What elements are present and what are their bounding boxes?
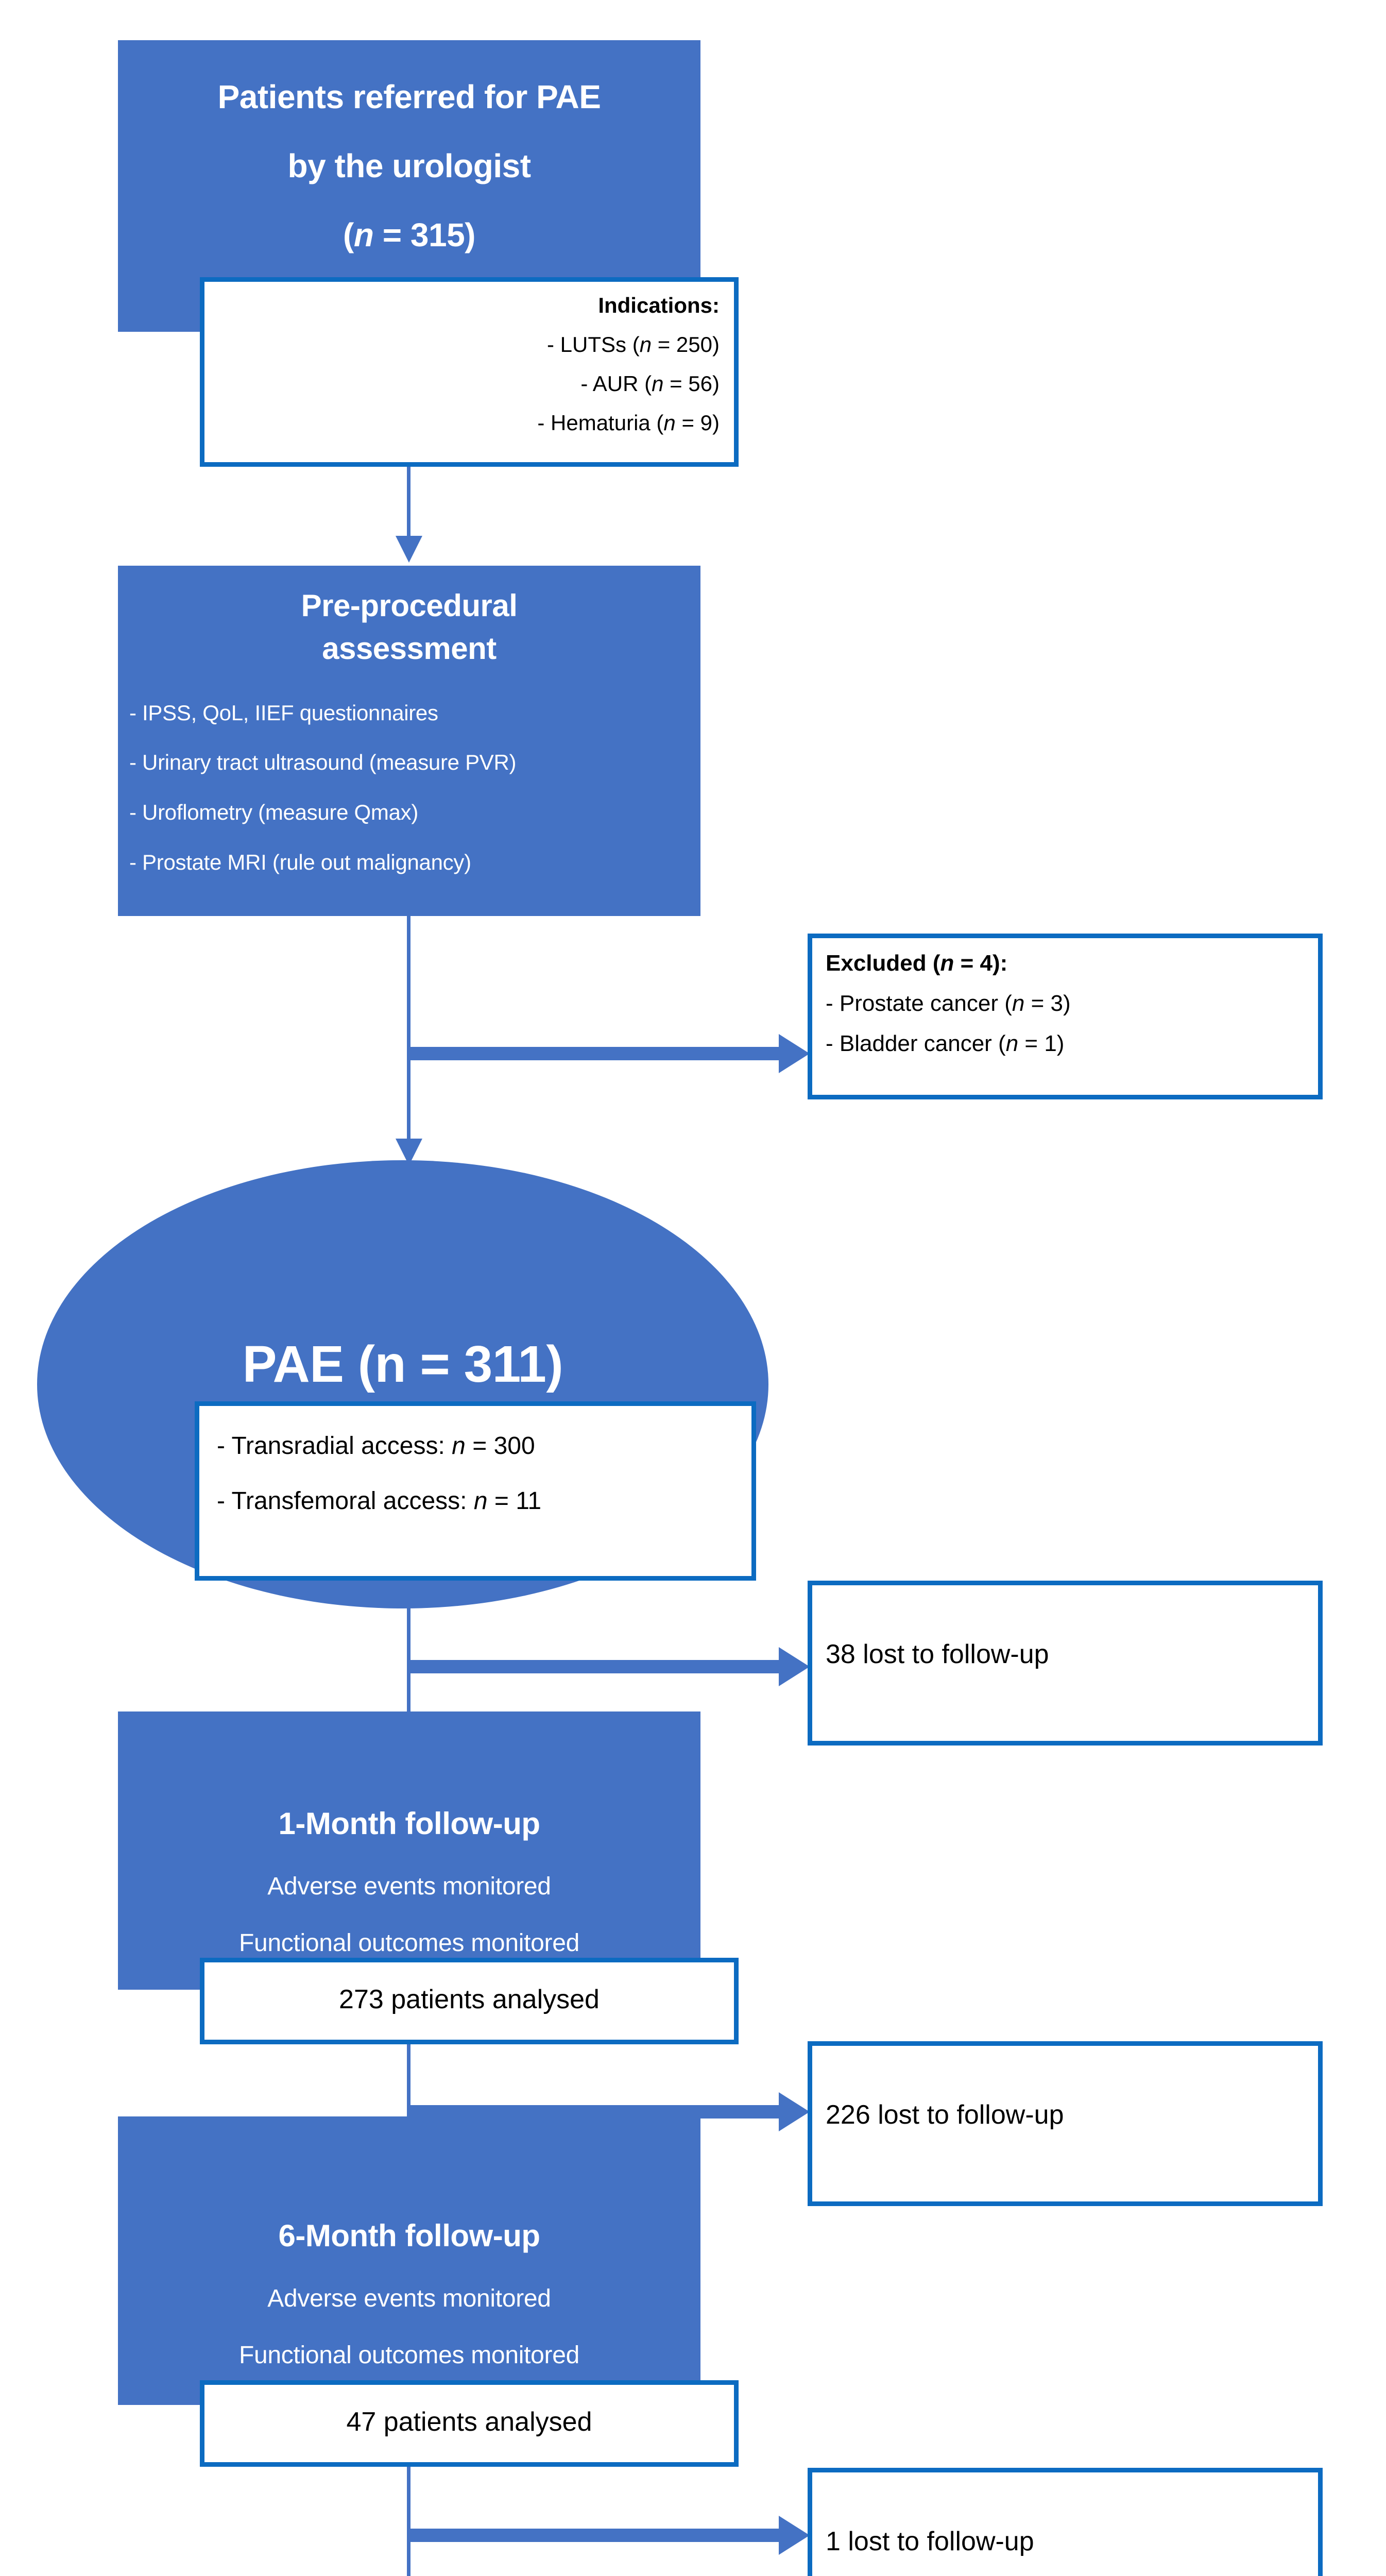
indications-item-1: - AUR (n = 56) [204, 371, 720, 396]
indications-item-0: - LUTSs (n = 250) [204, 332, 720, 357]
lost-1month-label: 38 lost to follow-up [826, 1639, 1049, 1669]
excluded-item-1-value: = 1) [1018, 1031, 1065, 1056]
access-item-0-label: - Transradial access: [217, 1432, 452, 1460]
preprocedural-title-line1: Pre-procedural [301, 588, 518, 623]
connector-analysed-6m-down-tail [407, 2542, 410, 2576]
preprocedural-bullet-2: - Uroflometry (measure Qmax) [129, 800, 419, 824]
followup-1month-sub1: Adverse events monitored [267, 1872, 551, 1900]
referral-n-prefix: ( [343, 216, 354, 253]
node-indications: Indications: - LUTSs (n = 250) - AUR (n … [200, 277, 739, 467]
node-lost-6month: 226 lost to follow-up [808, 2041, 1323, 2206]
referral-line3: (n = 315) [118, 214, 700, 257]
pae-label: PAE (n = 311) [242, 1335, 563, 1393]
connector-preprocedural-to-excluded [407, 1047, 781, 1060]
followup-6month-title: 6-Month follow-up [278, 2218, 540, 2253]
node-followup-6month: 6-Month follow-up Adverse events monitor… [118, 2116, 700, 2405]
analysed-6month-label: 47 patients analysed [346, 2407, 592, 2437]
arrowhead-to-lost-12m [779, 2516, 810, 2555]
excluded-heading-suffix: = 4): [954, 951, 1008, 976]
excluded-heading-n: n [940, 951, 954, 976]
referral-n-suffix: = 315) [373, 216, 476, 253]
preprocedural-bullet-3: - Prostate MRI (rule out malignancy) [129, 850, 471, 874]
node-lost-1month: 38 lost to follow-up [808, 1581, 1323, 1745]
access-item-1-n: n [473, 1487, 488, 1515]
node-analysed-6month: 47 patients analysed [200, 2380, 739, 2467]
node-access-routes: - Transradial access: n = 300 - Transfem… [195, 1401, 756, 1581]
indications-item-1-n: n [652, 371, 664, 396]
referral-line1: Patients referred for PAE [217, 78, 601, 115]
indications-item-2-value: = 9) [675, 411, 720, 435]
excluded-item-1-label: - Bladder cancer ( [826, 1031, 1006, 1056]
connector-analysed-6m-to-lost-12m [407, 2529, 781, 2542]
indications-item-1-value: = 56) [663, 371, 720, 396]
connector-analysed-1m-down [407, 2044, 410, 2127]
node-preprocedural-assessment: Pre-procedural assessment - IPSS, QoL, I… [118, 566, 700, 916]
excluded-item-0-n: n [1012, 991, 1025, 1016]
excluded-item-1: - Bladder cancer (n = 1) [826, 1031, 1318, 1057]
preprocedural-bullet-1: - Urinary tract ultrasound (measure PVR) [129, 750, 517, 775]
excluded-item-0: - Prostate cancer (n = 3) [826, 991, 1318, 1016]
indications-item-0-label: - LUTSs ( [547, 332, 640, 357]
node-excluded: Excluded (n = 4): - Prostate cancer (n =… [808, 934, 1323, 1099]
access-item-1: - Transfemoral access: n = 11 [217, 1487, 751, 1515]
connector-analysed-6m-down [407, 2467, 410, 2549]
connector-access-to-lost-1m [407, 1660, 781, 1673]
excluded-item-0-value: = 3) [1024, 991, 1071, 1016]
access-item-1-value: = 11 [487, 1487, 542, 1515]
node-lost-12month: 1 lost to follow-up [808, 2468, 1323, 2576]
excluded-item-1-n: n [1005, 1031, 1019, 1056]
access-item-1-label: - Transfemoral access: [217, 1487, 474, 1515]
indications-item-2: - Hematuria (n = 9) [204, 411, 720, 435]
preprocedural-bullet-0: - IPSS, QoL, IIEF questionnaires [129, 700, 438, 725]
indications-item-2-label: - Hematuria ( [537, 411, 664, 435]
connector-access-down [407, 1581, 410, 1679]
connector-indications-to-preprocedural [407, 467, 410, 539]
connector-analysed-1m-to-lost-6m [407, 2105, 781, 2119]
referral-line2: by the urologist [287, 147, 532, 184]
referral-n-italic: n [353, 216, 374, 253]
access-item-0-n: n [452, 1432, 466, 1460]
arrowhead-to-excluded [779, 1034, 810, 1073]
followup-1month-title: 1-Month follow-up [278, 1806, 540, 1841]
followup-1month-sub2: Functional outcomes monitored [239, 1929, 579, 1957]
arrowhead-to-preprocedural [396, 536, 422, 563]
indications-item-2-n: n [663, 411, 676, 435]
excluded-item-0-label: - Prostate cancer ( [826, 991, 1012, 1016]
lost-6month-label: 226 lost to follow-up [826, 2100, 1064, 2130]
indications-item-0-n: n [639, 332, 652, 357]
arrowhead-to-lost-1m [779, 1647, 810, 1686]
indications-heading: Indications: [598, 293, 720, 317]
analysed-1month-label: 273 patients analysed [339, 1985, 600, 2014]
access-item-0-value: = 300 [465, 1432, 535, 1460]
access-item-0: - Transradial access: n = 300 [217, 1432, 751, 1460]
connector-preprocedural-down [407, 916, 410, 1163]
followup-6month-sub1: Adverse events monitored [267, 2284, 551, 2312]
indications-item-1-label: - AUR ( [580, 371, 652, 396]
followup-6month-sub2: Functional outcomes monitored [239, 2342, 579, 2369]
indications-item-0-value: = 250) [652, 332, 720, 357]
node-followup-1month: 1-Month follow-up Adverse events monitor… [118, 1711, 700, 1990]
node-analysed-1month: 273 patients analysed [200, 1958, 739, 2044]
lost-12month-label: 1 lost to follow-up [826, 2527, 1034, 2556]
arrowhead-to-lost-6m [779, 2092, 810, 2131]
excluded-heading-prefix: Excluded ( [826, 951, 940, 976]
preprocedural-title-line2: assessment [322, 631, 497, 666]
excluded-heading: Excluded (n = 4): [826, 951, 1318, 976]
